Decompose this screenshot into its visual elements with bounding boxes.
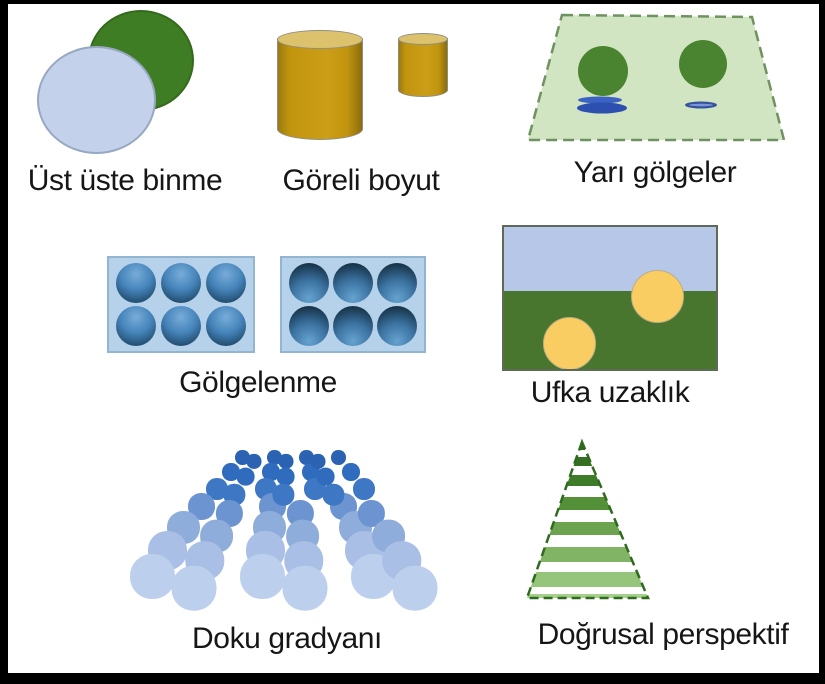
texture-circle bbox=[316, 467, 335, 486]
caption-overlap: Üst üste binme bbox=[27, 164, 223, 197]
caption-shading: Gölgelenme bbox=[179, 366, 337, 399]
texture-circle bbox=[276, 467, 295, 486]
large-cylinder bbox=[277, 30, 363, 140]
grass bbox=[504, 290, 716, 369]
right-green-sphere bbox=[679, 40, 727, 88]
texture-circle bbox=[171, 565, 217, 611]
perspective-stripe bbox=[527, 475, 648, 486]
texture-row bbox=[205, 478, 376, 506]
bump-sphere bbox=[116, 306, 157, 347]
ground-plane bbox=[526, 13, 786, 142]
perspective-stripe bbox=[527, 594, 648, 598]
sky bbox=[504, 227, 716, 291]
texture-circle bbox=[272, 483, 295, 506]
texture-circle bbox=[236, 467, 255, 486]
texture-circle bbox=[341, 463, 360, 481]
texture-circle bbox=[261, 463, 280, 481]
small-cylinder bbox=[398, 33, 448, 97]
perspective-triangle-edge bbox=[525, 438, 650, 600]
texture-circle bbox=[129, 554, 175, 599]
dent-sphere bbox=[289, 306, 329, 347]
caption-texture-gradient: Doku gradyanı bbox=[192, 622, 382, 655]
texture-circle bbox=[221, 463, 240, 481]
caption-cast-shadows: Yarı gölgeler bbox=[573, 156, 737, 189]
linear-perspective-figure bbox=[525, 438, 650, 600]
large-cylinder-body bbox=[277, 39, 363, 140]
perspective-stripe bbox=[527, 442, 648, 450]
shading-panel-dents bbox=[280, 256, 426, 353]
shading-panel-bumps bbox=[107, 256, 255, 353]
texture-circle bbox=[322, 483, 345, 506]
left-green-sphere bbox=[578, 46, 628, 96]
texture-gradient-figure bbox=[128, 450, 453, 611]
texture-circle bbox=[310, 453, 326, 469]
texture-circle bbox=[246, 453, 262, 469]
perspective-stripe bbox=[527, 572, 648, 587]
dent-sphere bbox=[333, 306, 373, 347]
dent-sphere bbox=[377, 262, 417, 303]
far-yellow-circle bbox=[631, 270, 684, 323]
left-shadow bbox=[577, 102, 627, 114]
dent-sphere bbox=[333, 262, 373, 303]
bump-sphere bbox=[205, 306, 246, 347]
texture-circle bbox=[278, 453, 294, 469]
overlap-front-circle bbox=[37, 46, 156, 154]
texture-row bbox=[129, 554, 452, 611]
caption-relative-size: Göreli boyut bbox=[282, 164, 440, 197]
bump-sphere bbox=[205, 262, 246, 303]
texture-circle bbox=[266, 450, 282, 465]
texture-circle bbox=[353, 478, 376, 500]
right-shadow-highlight bbox=[689, 103, 713, 107]
texture-circle bbox=[392, 565, 438, 611]
perspective-stripe bbox=[527, 497, 648, 510]
cast-shadows-figure bbox=[526, 13, 786, 142]
left-shadow-upper bbox=[578, 96, 622, 104]
small-cylinder-top bbox=[398, 33, 448, 45]
dent-sphere bbox=[289, 262, 329, 303]
bump-sphere bbox=[116, 262, 157, 303]
texture-circle bbox=[282, 565, 328, 611]
bump-sphere bbox=[160, 262, 201, 303]
caption-horizon: Ufka uzaklık bbox=[530, 376, 690, 409]
perspective-stripe bbox=[527, 457, 648, 466]
texture-circle bbox=[299, 450, 315, 465]
perspective-stripe bbox=[527, 547, 648, 562]
texture-circle bbox=[234, 450, 250, 465]
bump-sphere bbox=[160, 306, 201, 347]
perspective-stripe bbox=[527, 522, 648, 535]
small-cylinder-body bbox=[398, 39, 448, 97]
near-yellow-circle bbox=[543, 317, 596, 369]
horizon-figure bbox=[502, 225, 718, 371]
texture-circle bbox=[331, 450, 347, 465]
texture-circle bbox=[205, 478, 228, 500]
large-cylinder-top bbox=[277, 30, 363, 49]
caption-linear-perspective: Doğrusal perspektif bbox=[537, 618, 789, 651]
texture-row bbox=[234, 450, 347, 469]
texture-circle bbox=[240, 554, 286, 599]
texture-row bbox=[221, 463, 360, 486]
dent-sphere bbox=[377, 306, 417, 347]
